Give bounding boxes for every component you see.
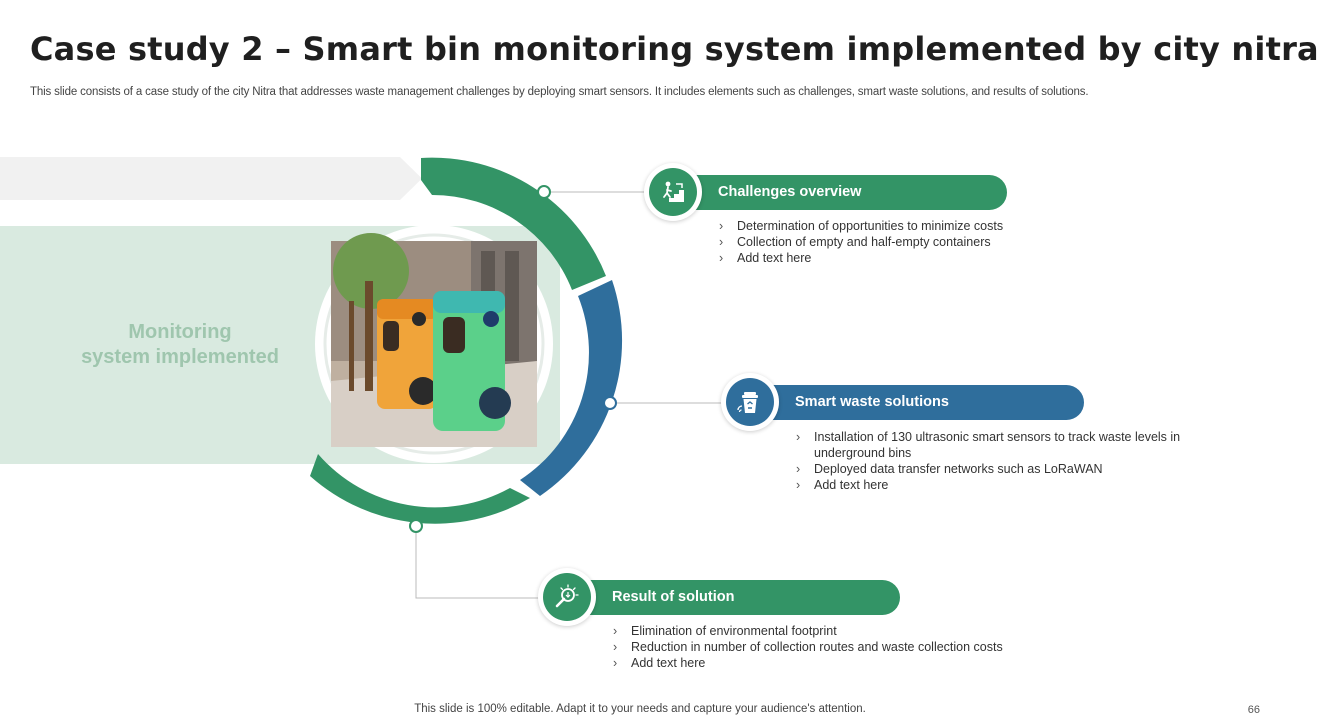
center-label-line1: Monitoring (128, 321, 232, 343)
slide-title: Case study 2 – Smart bin monitoring syst… (30, 30, 1319, 68)
results-header: Result of solution (556, 580, 900, 615)
solutions-icon-badge (721, 373, 779, 431)
smart-bin-icon (737, 392, 758, 413)
photo-ring (323, 233, 545, 455)
results-title: Result of solution (612, 589, 735, 605)
list-item: Add text here (719, 250, 1139, 266)
solutions-header: Smart waste solutions (739, 385, 1084, 420)
solutions-bullets: Installation of 130 ultrasonic smart sen… (796, 429, 1206, 493)
list-item: Reduction in number of collection routes… (613, 639, 1053, 655)
results-icon-badge (538, 568, 596, 626)
connector-dot-solutions (603, 396, 617, 410)
challenges-header: Challenges overview (662, 175, 1007, 210)
top-arrow-band (0, 157, 422, 200)
challenges-title: Challenges overview (718, 184, 862, 200)
list-item: Deployed data transfer networks such as … (796, 461, 1206, 477)
list-item: Collection of empty and half-empty conta… (719, 234, 1139, 250)
stairs-climbing-icon (662, 181, 684, 202)
footer-note: This slide is 100% editable. Adapt it to… (414, 703, 866, 715)
ring-segment-challenges (421, 157, 606, 290)
challenges-bullets: Determination of opportunities to minimi… (719, 218, 1139, 266)
list-item: Elimination of environmental footprint (613, 623, 1053, 639)
slide-subtitle: This slide consists of a case study of t… (30, 86, 1089, 98)
idea-search-icon (555, 584, 579, 608)
list-item: Add text here (796, 477, 1206, 493)
connector-results (415, 526, 540, 599)
challenges-icon-badge (644, 163, 702, 221)
center-label-line2: system implemented (81, 346, 279, 368)
list-item: Determination of opportunities to minimi… (719, 218, 1139, 234)
ring-segment-solutions (520, 280, 623, 496)
smart-bins-photo (331, 233, 537, 447)
list-item: Add text here (613, 655, 1053, 671)
page-number: 66 (1247, 704, 1260, 716)
ring-segment-results (310, 454, 530, 524)
list-item: Installation of 130 ultrasonic smart sen… (796, 429, 1206, 461)
center-band-label: Monitoring system implemented (40, 320, 320, 370)
connector-dot-challenges (537, 185, 551, 199)
solutions-title: Smart waste solutions (795, 394, 949, 410)
connector-dot-results (409, 519, 423, 533)
results-bullets: Elimination of environmental footprint R… (613, 623, 1053, 671)
